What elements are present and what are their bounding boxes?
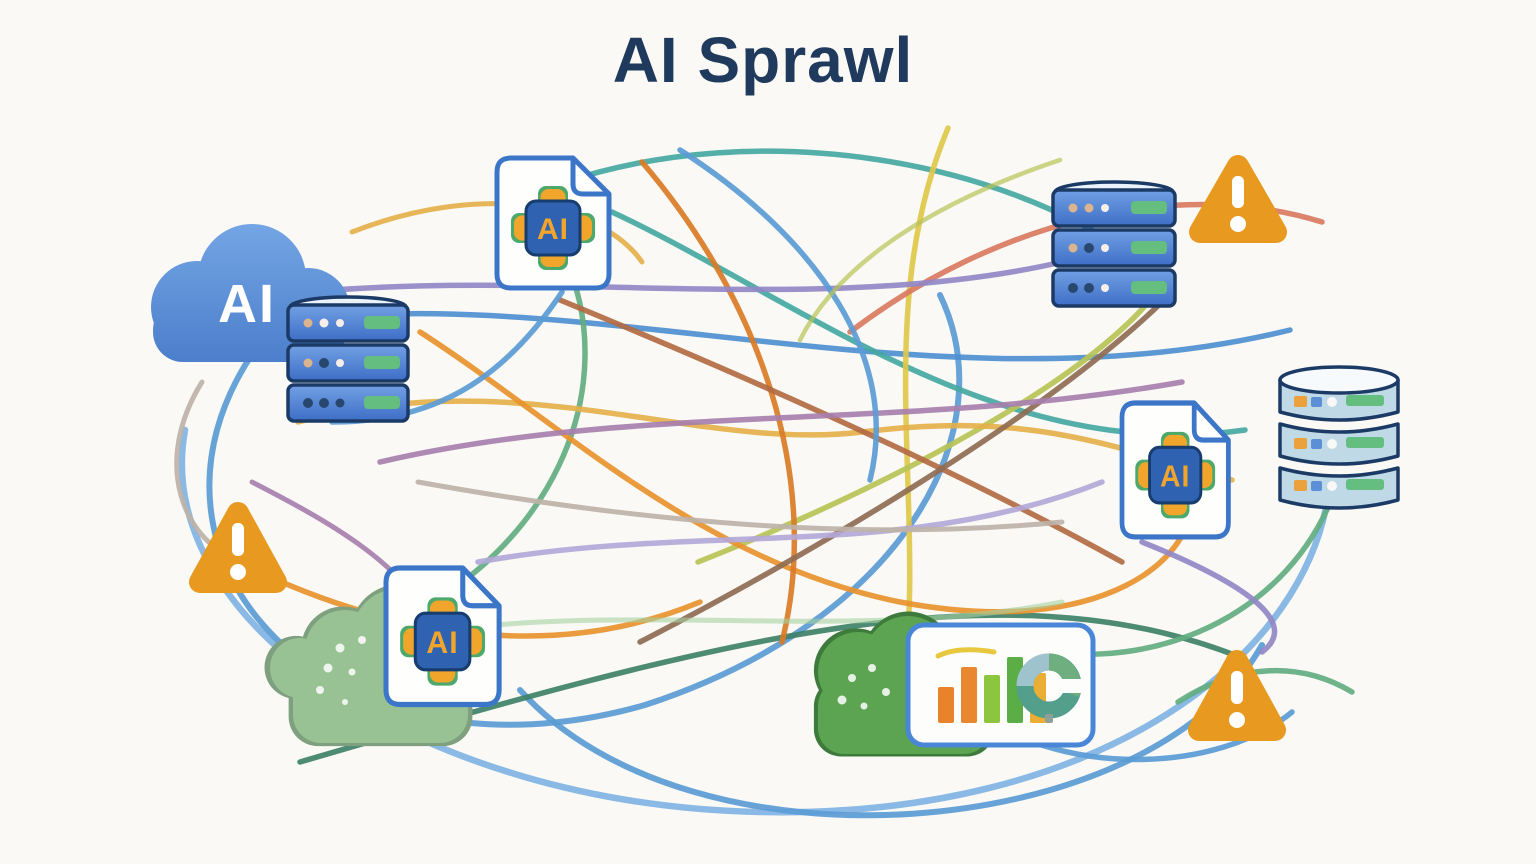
status-led [1131,201,1167,214]
database-leds [1294,395,1384,491]
connection-line-20 [475,479,1105,565]
folded-corner [1191,403,1229,443]
bar [961,667,977,723]
connection-line-21 [1139,539,1278,655]
ai-document-icon-top: AI [494,155,612,291]
connection-line-17 [637,299,1165,645]
ai-cloud-label: AI [218,274,276,334]
folded-corner [570,158,609,197]
status-led [364,396,400,409]
page-title: AI Sprawl [613,24,914,96]
chip-label: AI [1160,459,1190,493]
status-led [1131,281,1167,294]
connection-line-23 [429,599,1065,635]
server-stack-left-icon [286,295,410,423]
connection-line-14 [639,159,798,645]
trend-line [935,647,997,659]
folded-corner [460,568,500,609]
connection-line-11 [295,398,1235,483]
warning-triangle-bottom-right-icon [1188,650,1286,741]
cloud-dots [316,636,366,705]
chip-label: AI [537,213,569,246]
status-led [364,356,400,369]
ai-chip-icon: AI [511,186,595,270]
connection-line-18 [225,259,1065,305]
donut-chart-icon [1016,653,1082,723]
bar [938,687,954,723]
ai-chip-icon: AI [400,597,485,686]
database-stack-icon [1278,365,1400,510]
connection-line-19 [377,379,1185,465]
warning-triangle-left-icon [189,502,287,593]
exclamation-mark [1232,176,1244,208]
connection-line-0 [178,426,1334,816]
cloud-dots [837,664,890,710]
chip-label: AI [426,625,458,661]
status-led [1131,241,1167,254]
analytics-card-icon [905,622,1096,748]
ai-document-icon-right: AI [1119,400,1231,540]
bar [984,675,1000,723]
connection-line-31 [797,157,1063,343]
connection-line-30 [677,147,880,483]
connection-line-24 [1175,667,1355,705]
exclamation-mark [1231,671,1243,704]
warning-triangle-top-right-icon [1189,155,1287,243]
exclamation-mark [232,523,244,556]
server-stack-right-icon [1051,180,1177,308]
ai-document-icon-bottom-left: AI [383,565,502,708]
connection-line-12 [417,329,1196,615]
connection-line-22 [415,479,1065,533]
status-led [364,316,400,329]
ai-chip-icon: AI [1135,431,1216,519]
